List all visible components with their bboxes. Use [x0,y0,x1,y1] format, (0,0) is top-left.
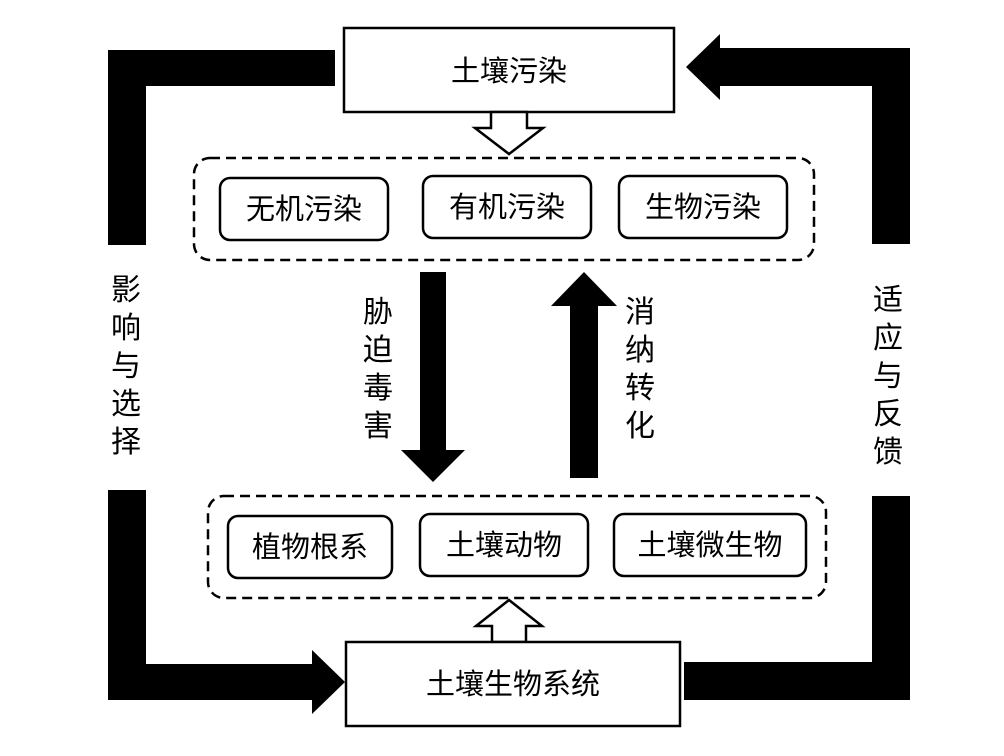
down-arrow-char: 迫 [363,333,393,368]
biota-item-soil-animals: 土壤动物 [418,512,590,578]
right-loop-char: 与 [873,359,903,394]
left-loop-char: 影 [111,273,141,308]
right-loop-char: 反 [873,397,903,432]
right-loop-char: 适 [873,283,903,318]
left-loop-char: 响 [111,311,141,346]
biota-item-label: 土壤微生物 [637,528,782,562]
up-arrow-char: 转 [625,371,655,406]
left-loop-arrow [108,50,345,714]
pollution-item-organic: 有机污染 [421,174,593,240]
right-loop-arrow [684,34,910,700]
pollution-item-biological: 生物污染 [617,174,789,240]
up-arrow-char: 消 [625,295,655,330]
up-arrow-char: 化 [625,409,655,444]
up-arrow-char: 纳 [625,333,655,368]
up-arrow-label: 消 纳 转 化 [625,295,655,444]
solid-arrow-down [401,272,465,482]
biota-item-label: 植物根系 [252,530,368,564]
right-loop-char: 馈 [873,435,903,470]
pollution-item-label: 无机污染 [246,192,362,226]
left-loop-char: 选 [111,387,141,422]
down-arrow-char: 毒 [363,371,393,406]
bottom-box: 土壤生物系统 [344,640,682,728]
pollution-group: 无机污染 有机污染 生物污染 [192,156,816,262]
right-loop-label: 适 应 与 反 馈 [873,283,903,470]
hollow-arrow-up [472,598,546,644]
pollution-item-label: 生物污染 [645,190,761,224]
top-box-label: 土壤污染 [451,54,567,88]
hollow-arrow-down [471,110,547,156]
right-loop-char: 应 [873,321,903,356]
down-arrow-label: 胁 迫 毒 害 [363,295,393,444]
left-loop-label: 影 响 与 选 择 [111,273,141,460]
down-arrow-char: 害 [363,409,393,444]
biota-item-plant-roots: 植物根系 [226,514,394,580]
pollution-item-inorganic: 无机污染 [218,176,390,242]
biota-item-soil-microbes: 土壤微生物 [612,512,808,578]
left-loop-char: 择 [111,425,141,460]
solid-arrow-up [551,272,617,478]
down-arrow-char: 胁 [363,295,393,330]
top-box: 土壤污染 [342,26,676,114]
bottom-box-label: 土壤生物系统 [426,667,600,701]
biota-group: 植物根系 土壤动物 土壤微生物 [206,494,828,600]
biota-item-label: 土壤动物 [446,528,562,562]
left-loop-char: 与 [111,349,141,384]
pollution-item-label: 有机污染 [449,190,565,224]
